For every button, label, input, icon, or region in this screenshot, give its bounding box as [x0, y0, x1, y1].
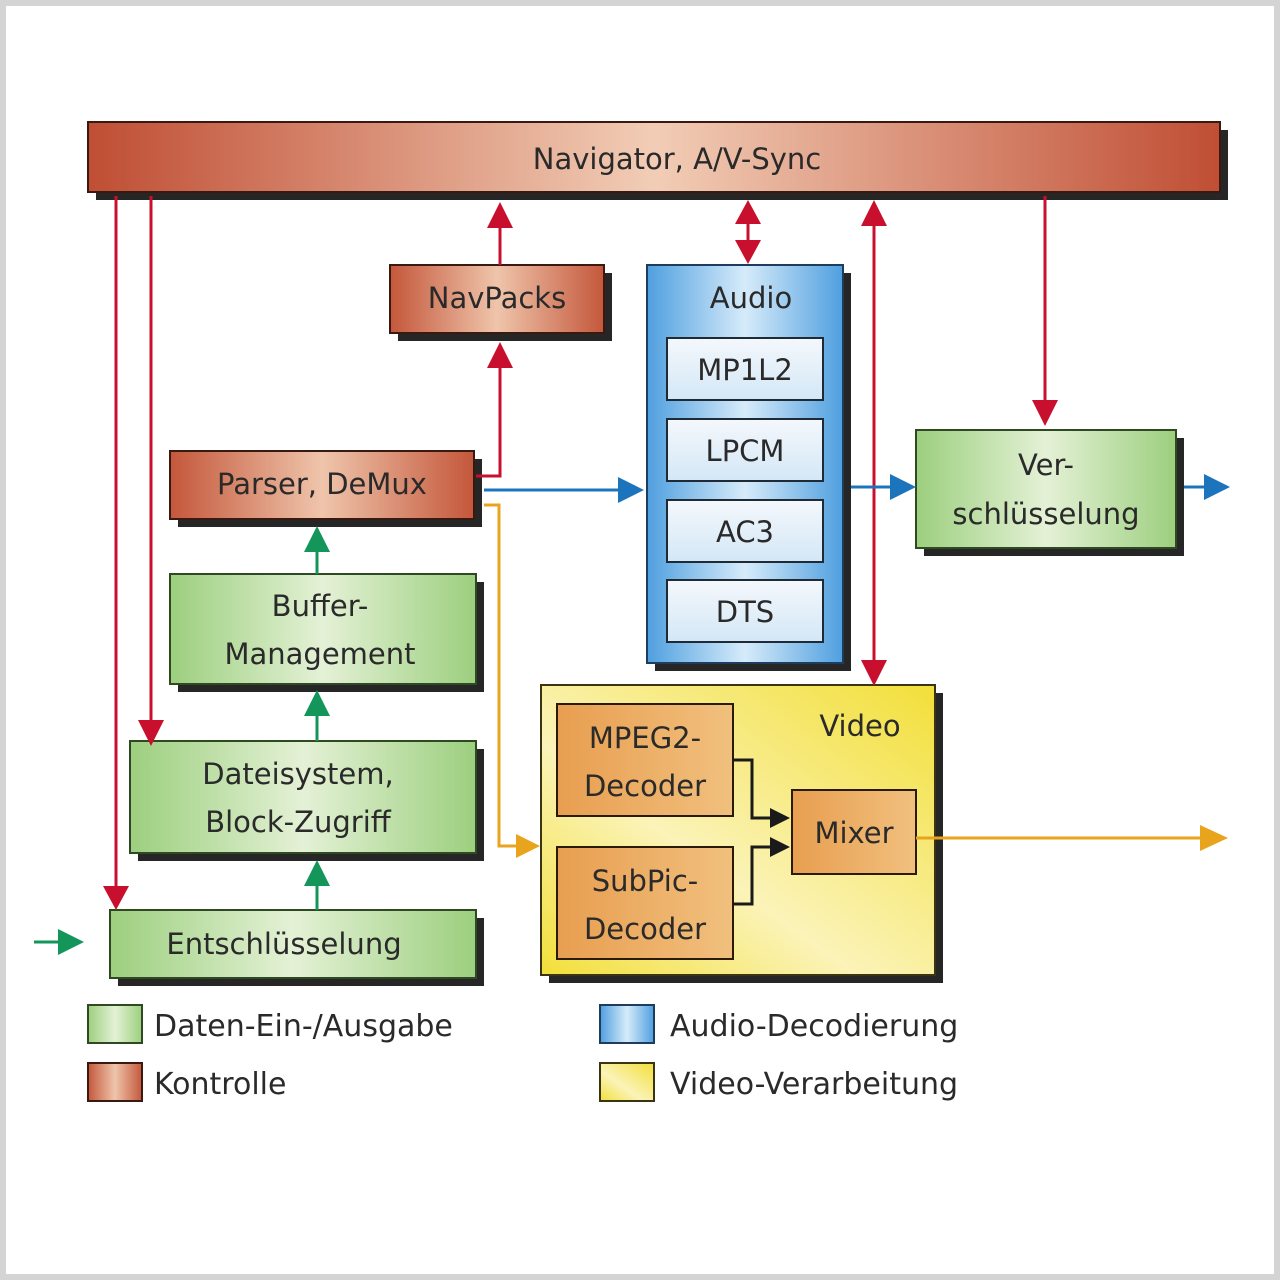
legend-label-data-io: Daten-Ein-/Ausgabe — [154, 1009, 453, 1044]
codec-mp1l2-box — [666, 337, 824, 401]
parser-to-navpacks-line — [476, 366, 502, 478]
buffer-label-line1: Buffer- — [272, 589, 369, 623]
legend-item-video: Video-Verarbeitung — [599, 1062, 958, 1102]
legend: Daten-Ein-/Ausgabe Kontrolle Audio-Decod… — [87, 1004, 958, 1102]
mpeg2-label-line1: MPEG2- — [589, 721, 701, 755]
navigator-block: Navigator, A/V-Sync — [87, 121, 1228, 200]
mixer-box — [791, 789, 917, 875]
dateisystem-block: Dateisystem, Block-Zugriff — [129, 740, 484, 861]
dateisystem-label-line1: Dateisystem, — [202, 757, 393, 791]
navpacks-block: NavPacks — [389, 264, 612, 341]
dateisystem-label-line2: Block-Zugriff — [205, 805, 392, 839]
subpic-to-mixer-arrowhead — [770, 837, 790, 857]
nav-to-entschluesselung-arrowhead — [103, 886, 129, 910]
audio-block: Audio MP1L2 LPCM AC3 DTS — [646, 264, 851, 671]
data-arrows — [34, 526, 330, 955]
video-block: Video MPEG2- Decoder SubPic- Decoder Mix… — [540, 684, 943, 983]
subpic-label-line1: SubPic- — [592, 864, 699, 898]
mixer-output-arrowhead — [1200, 825, 1228, 851]
codec-dts-box — [666, 579, 824, 643]
buffer-label-line2: Management — [224, 637, 415, 671]
verschluesselung-label-line2: schlüsselung — [952, 497, 1139, 531]
input-arrowhead — [58, 929, 84, 955]
codec-dts-label: DTS — [716, 595, 774, 629]
dateisystem-to-buffer-arrowhead — [304, 690, 330, 716]
parser-to-navpacks-arrowhead — [487, 342, 513, 368]
mixer-label: Mixer — [814, 816, 893, 850]
video-title: Video — [819, 709, 900, 743]
verschluesselung-block: Ver- schlüsselung — [915, 429, 1184, 556]
audio-title: Audio — [710, 281, 792, 315]
legend-label-video: Video-Verarbeitung — [670, 1067, 958, 1102]
parser-demux-label: Parser, DeMux — [217, 467, 427, 501]
subpic-to-mixer-line — [733, 845, 770, 906]
navigator-audio-arrowhead-up — [735, 200, 761, 224]
legend-swatch-blue — [599, 1004, 655, 1044]
parser-to-audio-arrowhead — [618, 477, 644, 503]
nav-to-dateisystem-arrowhead — [138, 720, 164, 746]
entschl-to-dateisystem-arrowhead — [304, 860, 330, 886]
codec-mp1l2-label: MP1L2 — [697, 353, 793, 387]
legend-item-audio: Audio-Decodierung — [599, 1004, 958, 1044]
legend-swatch-red — [87, 1062, 143, 1102]
navpacks-label: NavPacks — [428, 281, 566, 315]
navigator-label: Navigator, A/V-Sync — [533, 142, 821, 176]
subpic-label-line2: Decoder — [584, 912, 706, 946]
navigator-audio-arrowhead-down — [735, 240, 761, 264]
nav-to-verschluesselung-arrowhead — [1032, 400, 1058, 426]
mpeg2-to-mixer-line — [733, 758, 770, 820]
buffer-to-parser-arrowhead — [304, 526, 330, 552]
navpacks-to-navigator-arrowhead — [487, 202, 513, 228]
buffer-management-block: Buffer- Management — [169, 573, 484, 692]
video-arrows — [484, 503, 1228, 858]
legend-label-control: Kontrolle — [154, 1067, 286, 1102]
audio-arrows — [484, 474, 1230, 503]
legend-item-data-io: Daten-Ein-/Ausgabe — [87, 1004, 453, 1044]
codec-ac3-box — [666, 499, 824, 563]
codec-ac3-label: AC3 — [716, 515, 774, 549]
mpeg2-label-line2: Decoder — [584, 769, 706, 803]
verschluesselung-output-arrowhead — [1204, 474, 1230, 500]
entschluesselung-label: Entschlüsselung — [166, 927, 401, 961]
control-arrows — [103, 196, 1058, 910]
parser-to-video-arrowhead — [516, 834, 540, 858]
audio-to-verschluesselung-arrowhead — [890, 474, 916, 500]
legend-label-audio: Audio-Decodierung — [670, 1009, 958, 1044]
mpeg2-decoder-box — [556, 703, 734, 817]
codec-lpcm-label: LPCM — [706, 434, 785, 468]
legend-swatch-yellow — [599, 1062, 655, 1102]
legend-item-control: Kontrolle — [87, 1062, 286, 1102]
navigator-video-arrowhead-down — [861, 660, 887, 686]
legend-swatch-green — [87, 1004, 143, 1044]
parser-demux-block: Parser, DeMux — [169, 450, 482, 527]
codec-lpcm-box — [666, 418, 824, 482]
verschluesselung-label-line1: Ver- — [1018, 448, 1074, 482]
mpeg2-to-mixer-arrowhead — [770, 808, 790, 828]
entschluesselung-block: Entschlüsselung — [109, 909, 484, 986]
navigator-video-arrowhead-up — [861, 200, 887, 226]
parser-to-video-line — [484, 503, 518, 848]
